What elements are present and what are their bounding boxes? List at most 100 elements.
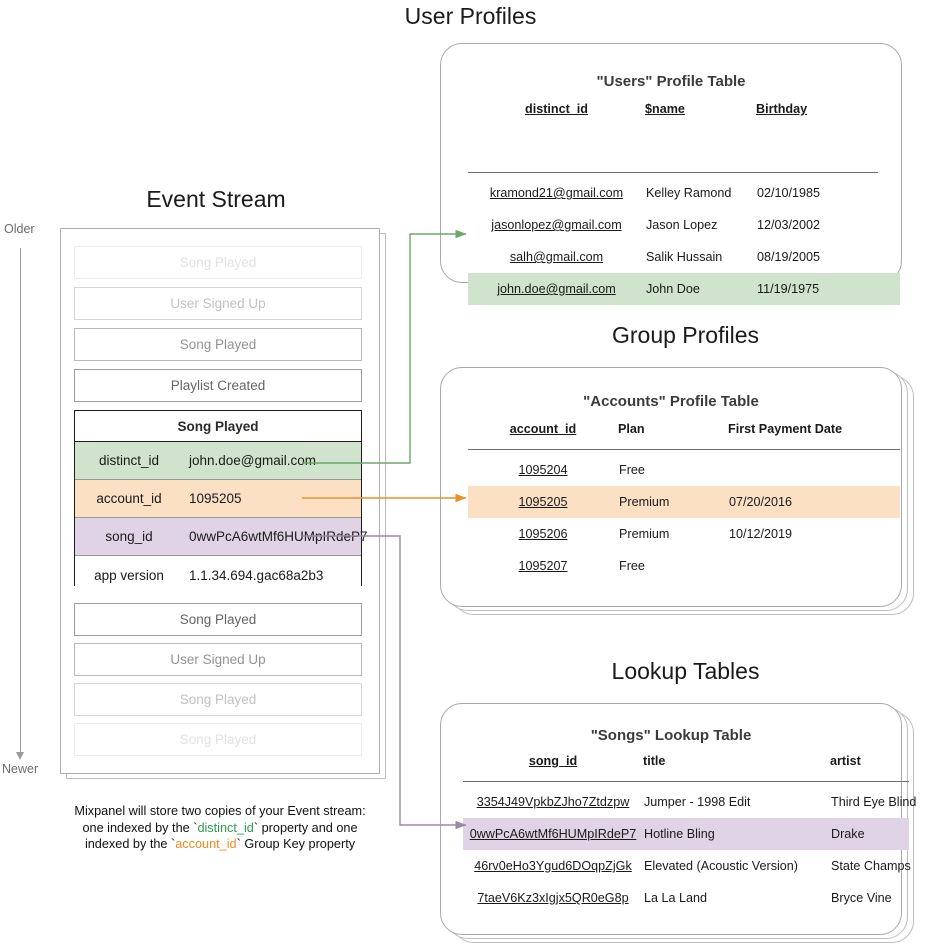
cell-title: Hotline Bling — [644, 827, 715, 841]
event-item[interactable]: Song Played — [74, 603, 362, 636]
cell-plan: Free — [619, 463, 645, 477]
table-row[interactable]: 46rv0eHo3Ygud6DOqpZjGk Elevated (Acousti… — [463, 850, 911, 882]
column-header-plan: Plan — [618, 422, 645, 436]
column-header-birthday: Birthday — [756, 102, 808, 116]
cell-plan: Premium — [619, 527, 670, 541]
cell-account-id: 1095205 — [518, 495, 568, 509]
column-header-account-id: account_id — [509, 422, 577, 436]
event-property-app-version[interactable]: app version 1.1.34.694.gac68a2b3 — [75, 556, 361, 594]
cell-distinct-id: john.doe@gmail.com — [497, 282, 616, 296]
cell-artist: State Champs — [831, 859, 911, 873]
cell-birthday: 08/19/2005 — [757, 250, 821, 264]
accounts-table: account_id Plan First Payment Date — [468, 422, 900, 443]
event-property-key: song_id — [105, 529, 153, 544]
table-row-highlighted[interactable]: 1095205 Premium 07/20/2016 — [468, 486, 900, 518]
event-property-value: 0wwPcA6wtMf6HUMpIRdeP7 — [189, 529, 368, 544]
cell-birthday: 12/03/2002 — [757, 218, 821, 232]
cell-first-payment-date — [728, 550, 900, 582]
cell-distinct-id: jasonlopez@gmail.com — [491, 218, 622, 232]
caption-line-3-b: ` Group Key property — [236, 837, 356, 851]
caption-line-2: one indexed by the `distinct_id` propert… — [30, 820, 410, 837]
event-property-song-id[interactable]: song_id 0wwPcA6wtMf6HUMpIRdeP7 — [75, 518, 368, 556]
cell-song-id: 7taeV6Kz3xIgjx5QR0eG8p — [477, 891, 629, 905]
event-property-distinct-id[interactable]: distinct_id john.doe@gmail.com — [75, 442, 361, 480]
column-header-title: title — [643, 754, 666, 768]
caption-line-3-a: indexed by the ` — [84, 837, 176, 851]
table-row[interactable]: kramond21@gmail.com Kelley Ramond 02/10/… — [468, 177, 900, 209]
section-title-lookup-tables: Lookup Tables — [611, 658, 760, 684]
time-axis-line — [20, 248, 21, 754]
cell-distinct-id: kramond21@gmail.com — [489, 186, 624, 200]
event-item[interactable]: Song Played — [74, 723, 362, 756]
time-axis-newer-label: Newer — [2, 762, 39, 776]
cell-name: Kelley Ramond — [646, 186, 732, 200]
cell-title: Jumper - 1998 Edit — [644, 795, 751, 809]
column-header-song-id: song_id — [528, 754, 578, 768]
cell-first-payment-date: 07/20/2016 — [729, 495, 793, 509]
songs-table-header-row: song_id title artist — [463, 754, 903, 775]
event-item[interactable]: User Signed Up — [74, 287, 362, 320]
event-property-account-id[interactable]: account_id 1095205 — [75, 480, 361, 518]
accounts-table-title: "Accounts" Profile Table — [583, 393, 759, 410]
table-row-highlighted[interactable]: john.doe@gmail.com John Doe 11/19/1975 — [468, 273, 900, 305]
event-property-key: distinct_id — [98, 453, 160, 468]
caption-distinct-id-token: distinct_id — [197, 820, 254, 835]
table-row[interactable]: jasonlopez@gmail.com Jason Lopez 12/03/2… — [468, 209, 900, 241]
cell-name: John Doe — [646, 282, 700, 296]
table-row[interactable]: 1095207 Free — [468, 550, 900, 582]
users-table-body: kramond21@gmail.com Kelley Ramond 02/10/… — [468, 177, 900, 305]
table-row[interactable]: 1095206 Premium 10/12/2019 — [468, 518, 900, 550]
cell-song-id: 3354J49VpkbZJho7Ztdzpw — [476, 795, 630, 809]
caption-line-2-a: one indexed by the ` — [82, 820, 198, 835]
cell-artist: Third Eye Blind — [831, 795, 917, 809]
event-property-key: app version — [94, 567, 164, 583]
cell-artist: Bryce Vine — [831, 891, 892, 905]
caption-account-id-token: account_id — [175, 837, 237, 851]
table-row-highlighted[interactable]: 0wwPcA6wtMf6HUMpIRdeP7 Hotline Bling Dra… — [463, 818, 909, 850]
time-axis-arrow-icon — [15, 752, 24, 760]
cell-account-id: 1095207 — [518, 559, 568, 573]
caption-line-2-b: ` property and one — [253, 820, 358, 835]
table-row[interactable]: 7taeV6Kz3xIgjx5QR0eG8p La La Land Bryce … — [463, 882, 909, 914]
selected-event-name: Song Played — [75, 411, 361, 442]
users-table-title: "Users" Profile Table — [596, 73, 746, 90]
section-title-user-profiles: User Profiles — [404, 3, 537, 29]
cell-account-id: 1095206 — [518, 527, 568, 541]
table-row[interactable]: 1095204 Free — [468, 454, 900, 486]
accounts-profile-card: "Accounts" Profile Table account_id Plan… — [440, 367, 902, 607]
cell-artist: Drake — [831, 827, 865, 841]
songs-table-body: 3354J49VpkbZJho7Ztdzpw Jumper - 1998 Edi… — [463, 786, 917, 914]
cell-distinct-id: salh@gmail.com — [509, 250, 604, 264]
cell-name: Salik Hussain — [646, 250, 723, 264]
event-item[interactable]: Song Played — [74, 328, 362, 361]
event-stream-card: Song Played User Signed Up Song Played P… — [60, 228, 380, 774]
cell-song-id: 46rv0eHo3Ygud6DOqpZjGk — [474, 859, 632, 873]
cell-title: La La Land — [644, 891, 708, 905]
table-row[interactable]: salh@gmail.com Salik Hussain 08/19/2005 — [468, 241, 900, 273]
event-item[interactable]: Song Played — [74, 683, 362, 716]
cell-plan: Premium — [619, 495, 670, 509]
time-axis-older-label: Older — [4, 222, 35, 236]
cell-song-id: 0wwPcA6wtMf6HUMpIRdeP7 — [469, 827, 637, 841]
column-header-first-payment-date: First Payment Date — [728, 422, 843, 436]
column-header-artist: artist — [830, 754, 861, 768]
event-property-value: 1095205 — [189, 491, 242, 506]
table-row[interactable]: 3354J49VpkbZJho7Ztdzpw Jumper - 1998 Edi… — [463, 786, 917, 818]
event-item[interactable]: Playlist Created — [74, 369, 362, 402]
cell-first-payment-date — [728, 454, 900, 486]
event-item[interactable]: User Signed Up — [74, 643, 362, 676]
section-title-group-profiles: Group Profiles — [611, 322, 759, 348]
section-title-event-stream: Event Stream — [146, 186, 286, 212]
event-property-key: account_id — [96, 491, 162, 506]
songs-lookup-card: "Songs" Lookup Table song_id title artis… — [440, 703, 916, 935]
event-item[interactable]: Song Played — [74, 246, 362, 279]
event-property-value: 1.1.34.694.gac68a2b3 — [189, 567, 324, 583]
column-header-distinct-id: distinct_id — [525, 102, 588, 116]
songs-table: song_id title artist — [463, 754, 903, 775]
caption-line-1: Mixpanel will store two copies of your E… — [74, 804, 366, 818]
selected-event-card[interactable]: Song Played distinct_id john.doe@gmail.c… — [74, 410, 368, 594]
caption-line-3: indexed by the `account_id` Group Key pr… — [30, 836, 410, 853]
accounts-table-body: 1095204 Free 1095205 Premium 07/20/2016 … — [468, 454, 900, 582]
users-table: distinct_id $name Birthday — [468, 102, 878, 123]
caption: Mixpanel will store two copies of your E… — [30, 803, 410, 853]
